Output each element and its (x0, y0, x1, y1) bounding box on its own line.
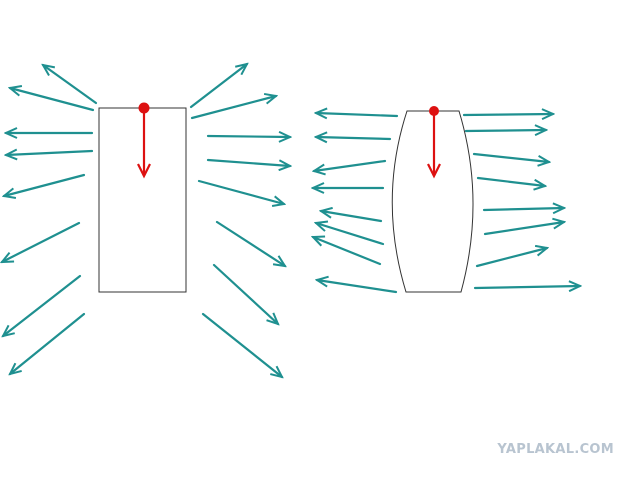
barrel-body-flow-arrow-13 (482, 208, 564, 210)
barrel-body-flow-arrow-3 (314, 159, 387, 171)
rectangular-body-flow-arrow-1 (43, 65, 98, 105)
site-watermark: YAPLAKAL.COM (497, 442, 614, 457)
rectangular-body-flow-arrow-5 (4, 173, 86, 196)
rectangular-body-flow-arrow-7 (3, 274, 82, 336)
barrel-body-dot (429, 106, 439, 116)
barrel-body-group (313, 106, 580, 294)
barrel-body-flow-arrow-14 (483, 222, 564, 236)
barrel-body-flow-arrow-10 (464, 130, 546, 131)
rectangular-body-dot (138, 102, 150, 114)
barrel-body-flow-arrow-5 (321, 211, 383, 223)
barrel-body-flow-arrow-12 (476, 176, 545, 186)
rectangular-body-flow-arrow-2 (10, 88, 95, 112)
barrel-body-flow-arrow-15 (475, 248, 547, 268)
barrel-body-flow-arrow-9 (462, 114, 553, 115)
barrel-body-flow-arrow-11 (472, 152, 549, 162)
barrel-body (391, 110, 474, 293)
rectangular-body-flow-arrow-4 (6, 151, 94, 155)
rectangular-body-flow-arrows (2, 64, 290, 377)
barrel-body-flow-arrow-6 (316, 223, 385, 246)
rectangular-body (98, 107, 187, 293)
barrel-body-flow-arrows (313, 113, 580, 294)
rectangular-body-flow-arrow-6 (2, 221, 81, 264)
rectangular-body-flow-arrow-10 (190, 96, 276, 120)
rectangular-body-flow-arrow-8 (10, 312, 86, 374)
barrel-body-flow-arrow-16 (473, 286, 580, 288)
rectangular-body-flow-arrow-13 (197, 179, 284, 204)
rectangular-body-flow-arrow-12 (206, 158, 290, 166)
rectangular-body-flow-arrow-16 (201, 312, 282, 377)
rectangular-body-flow-arrow-15 (212, 263, 278, 324)
barrel-body-flow-arrow-2 (316, 137, 392, 139)
barrel-body-flow-arrow-8 (317, 280, 398, 294)
rectangular-body-flow-arrow-9 (189, 64, 247, 109)
barrel-body-flow-arrow-7 (313, 237, 382, 266)
rectangular-body-group (2, 64, 290, 377)
rectangular-body-flow-arrow-11 (206, 136, 290, 137)
barrel-body-flow-arrow-1 (316, 113, 399, 116)
rectangular-body-flow-arrow-14 (215, 220, 285, 266)
